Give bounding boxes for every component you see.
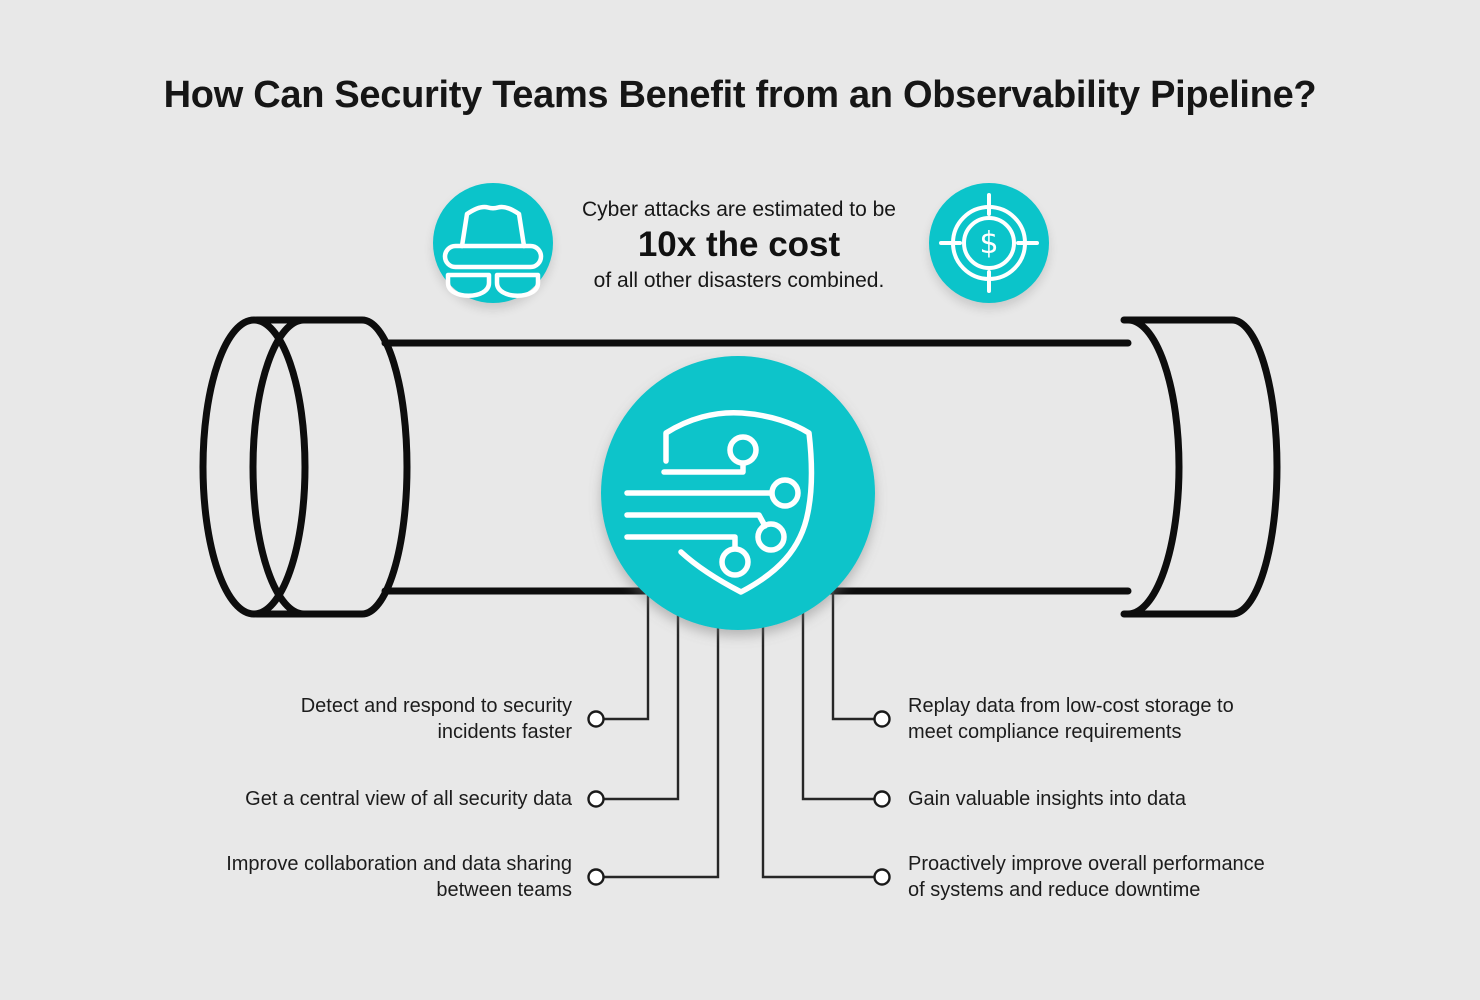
shield-circuit-icon bbox=[624, 409, 815, 595]
spy-hacker-icon-glyph bbox=[442, 204, 544, 298]
svg-text:$: $ bbox=[979, 226, 998, 261]
benefit-line: Proactively improve overall performance bbox=[908, 853, 1265, 875]
benefit-line: incidents faster bbox=[437, 721, 572, 743]
benefit-label-central-view: Get a central view of all security data bbox=[150, 786, 572, 812]
benefit-line: Replay data from low-cost storage to bbox=[908, 695, 1234, 717]
benefit-line: Gain valuable insights into data bbox=[908, 788, 1186, 810]
connector-lines bbox=[604, 560, 874, 879]
stat-outro: of all other disasters combined. bbox=[593, 269, 885, 292]
benefit-label-insights: Gain valuable insights into data bbox=[908, 786, 1348, 812]
spy-hacker-icon bbox=[433, 183, 553, 303]
stat-intro: Cyber attacks are estimated to be bbox=[582, 198, 896, 221]
benefit-line: Get a central view of all security data bbox=[245, 788, 572, 810]
dollar-target-icon: $ bbox=[929, 183, 1049, 303]
dollar-target-icon-glyph: $ bbox=[939, 193, 1039, 293]
benefit-label-replay-data: Replay data from low-cost storage to mee… bbox=[908, 693, 1348, 745]
benefit-label-collaboration: Improve collaboration and data sharing b… bbox=[150, 851, 572, 903]
page-title: How Can Security Teams Benefit from an O… bbox=[163, 74, 1317, 116]
benefit-label-performance: Proactively improve overall performance … bbox=[908, 851, 1348, 903]
connector-endpoints bbox=[587, 710, 891, 886]
benefit-label-detect-respond: Detect and respond to security incidents… bbox=[150, 693, 572, 745]
benefit-line: of systems and reduce downtime bbox=[908, 879, 1201, 901]
benefit-line: Detect and respond to security bbox=[300, 695, 572, 717]
stat-text-block: Cyber attacks are estimated to be 10x th… bbox=[543, 196, 935, 294]
benefit-line: meet compliance requirements bbox=[908, 721, 1182, 743]
stat-highlight: 10x the cost bbox=[637, 225, 841, 264]
benefit-line: between teams bbox=[436, 879, 572, 901]
benefit-line: Improve collaboration and data sharing bbox=[226, 853, 572, 875]
